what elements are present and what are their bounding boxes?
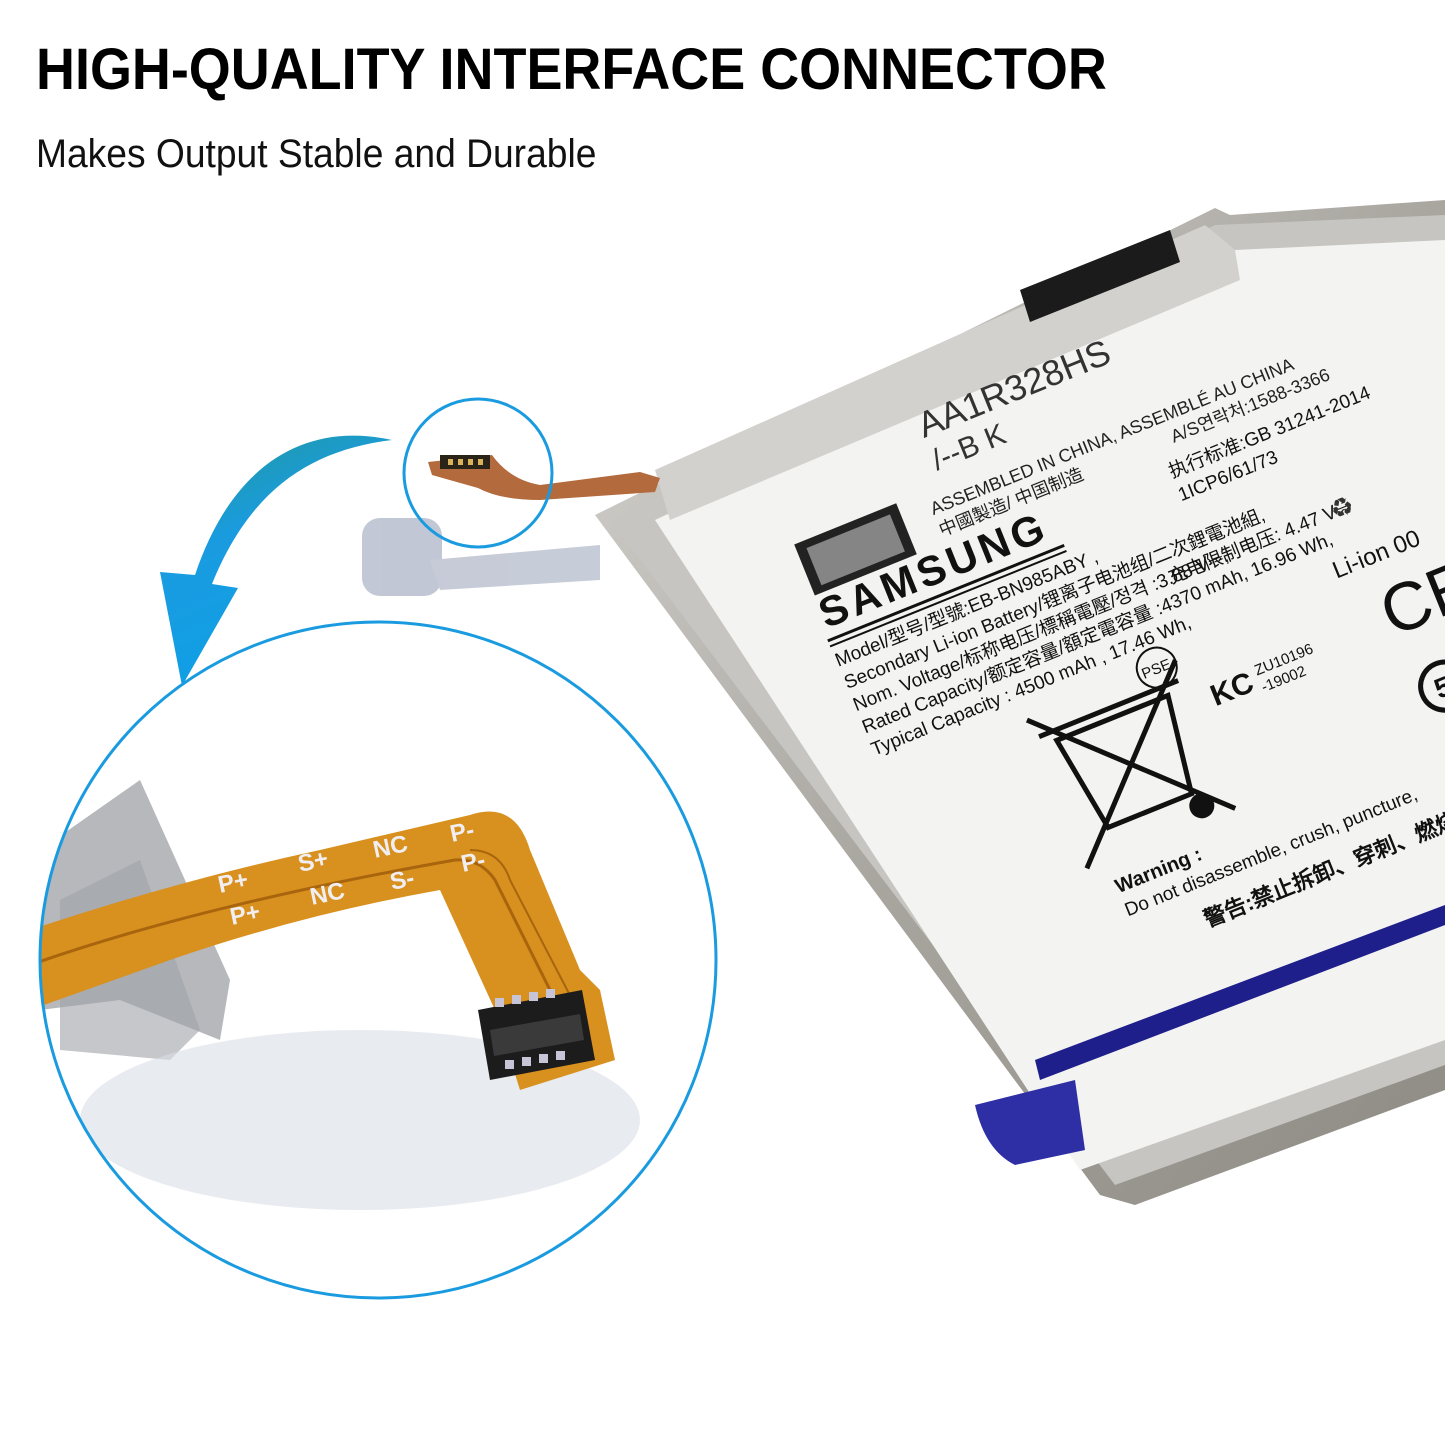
crossed-bin-icon <box>1025 659 1237 870</box>
zoom-circle-small <box>402 397 554 549</box>
page-subtitle: Makes Output Stable and Durable <box>36 132 597 176</box>
zoom-circle-large <box>38 620 718 1300</box>
pin-label: S+ <box>296 845 331 878</box>
board-connector <box>478 989 595 1080</box>
curved-arrow-icon <box>160 435 392 686</box>
closeup-view: P+ S+ NC P- P+ NC S- P- <box>40 622 716 1298</box>
pin-label: P+ <box>228 898 263 931</box>
pin-label: P+ <box>216 866 251 899</box>
connector-shadow <box>362 518 600 596</box>
pin-label: P- <box>448 816 477 847</box>
battery <box>595 200 1445 1205</box>
flex-cable-small <box>428 455 660 500</box>
page-title: HIGH-QUALITY INTERFACE CONNECTOR <box>36 37 1107 102</box>
flex-cable-large <box>40 811 615 1090</box>
pin-label: S- <box>388 864 417 895</box>
datamatrix-code <box>794 503 917 596</box>
pin-label: P- <box>459 846 488 877</box>
recycle-5-icon <box>1418 659 1445 713</box>
